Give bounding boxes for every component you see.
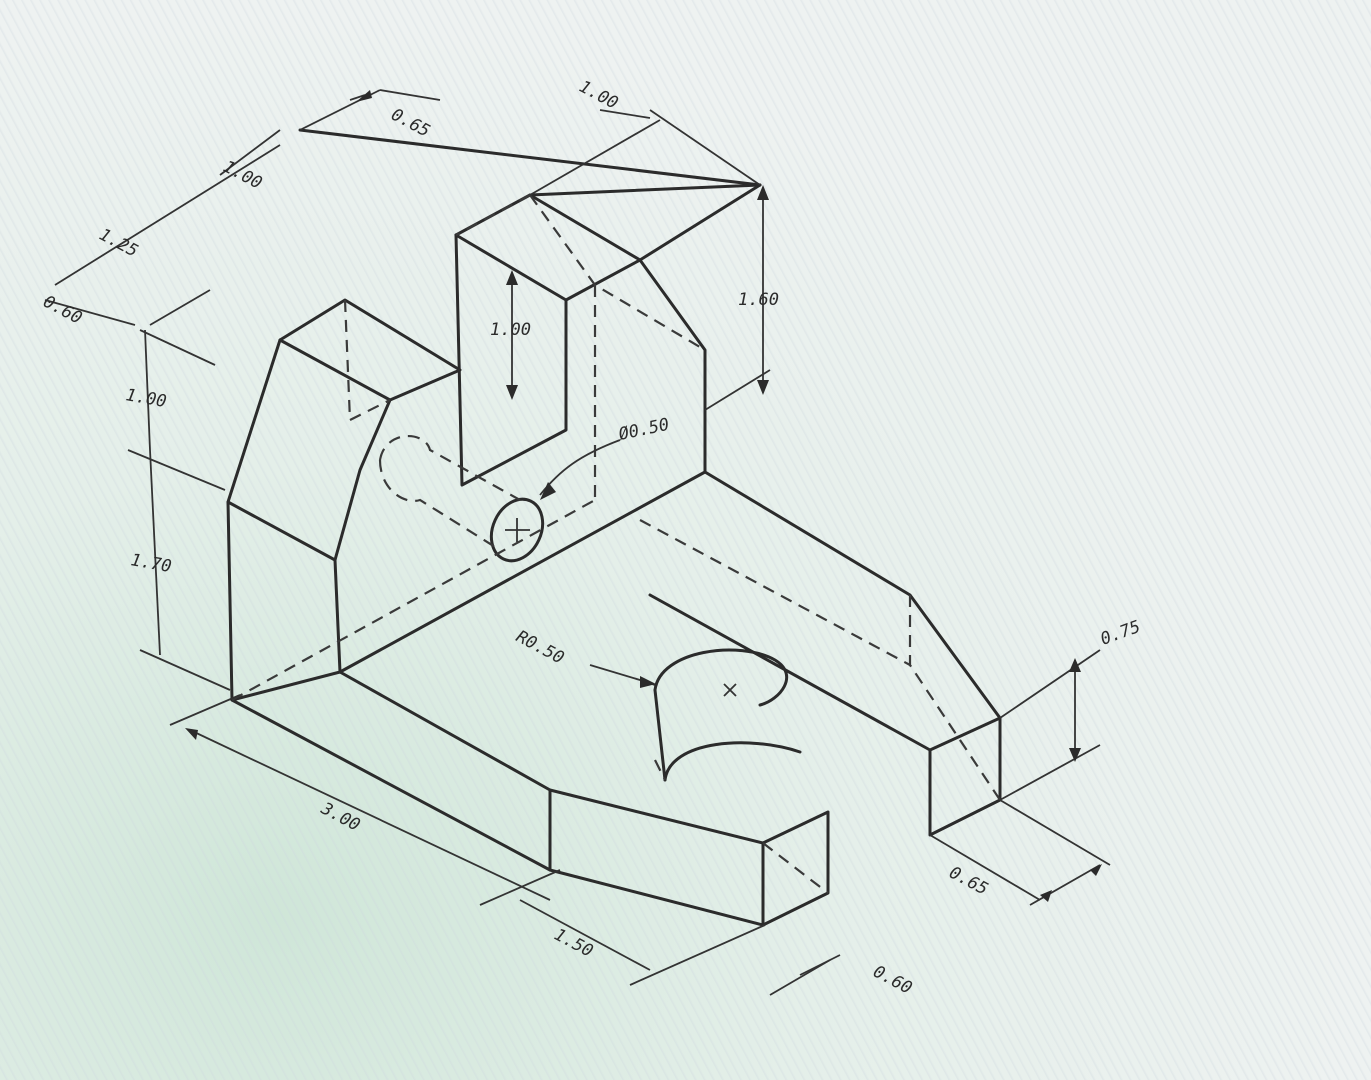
dim-1-00-vertical: 1.00: [124, 385, 168, 412]
dim-1-00-left: 1.00: [220, 157, 266, 194]
slot-curve: [653, 648, 789, 707]
dim-0-60-base: 0.60: [870, 962, 916, 999]
dim-1-70-vertical: 1.70: [129, 550, 173, 577]
hidden-edges: [231, 194, 1001, 894]
dim-r0-50: R0.50: [513, 627, 568, 669]
lug-outline: [548, 788, 830, 927]
dim-hole-diameter: Ø0.50: [617, 415, 671, 445]
hole-circle: [489, 497, 545, 563]
slot-left: [653, 688, 667, 782]
slot-curve-lower: [663, 741, 802, 782]
base-left-bottom: [230, 698, 552, 872]
upright-back-top: [528, 183, 762, 197]
left-block-top-edge: [278, 338, 392, 402]
visible-edges: [226, 128, 1002, 927]
dim-1-00-top-right: 1.00: [576, 77, 622, 114]
upright-front: [454, 233, 568, 487]
dim-0-65-rib: 0.65: [946, 863, 992, 900]
left-block-front: [226, 298, 462, 702]
rib-front: [928, 716, 1002, 837]
dimension-labels: 0.65 1.00 1.00 1.25 0.60 1.00 1.60 Ø0.50…: [40, 77, 1144, 999]
dim-1-00-slot: 1.00: [490, 320, 531, 340]
dim-3-00-base: 3.00: [317, 798, 363, 835]
dim-1-60-height: 1.60: [738, 290, 779, 310]
arm-line-1: [298, 128, 762, 187]
dimension-lines: [44, 89, 1111, 996]
dim-1-50-base: 1.50: [551, 925, 597, 962]
upright-side: [638, 258, 707, 474]
dim-0-60-left: 0.60: [40, 292, 86, 329]
upright-back-top2: [638, 183, 762, 262]
base-front-edge: [338, 470, 707, 674]
rib-top: [648, 470, 1002, 752]
dim-0-75-rib: 0.75: [1098, 617, 1143, 650]
upright-top: [454, 193, 642, 302]
base-inner-edge: [338, 670, 552, 792]
dim-0-65-top: 0.65: [388, 105, 434, 142]
left-block-face-line: [226, 500, 337, 562]
